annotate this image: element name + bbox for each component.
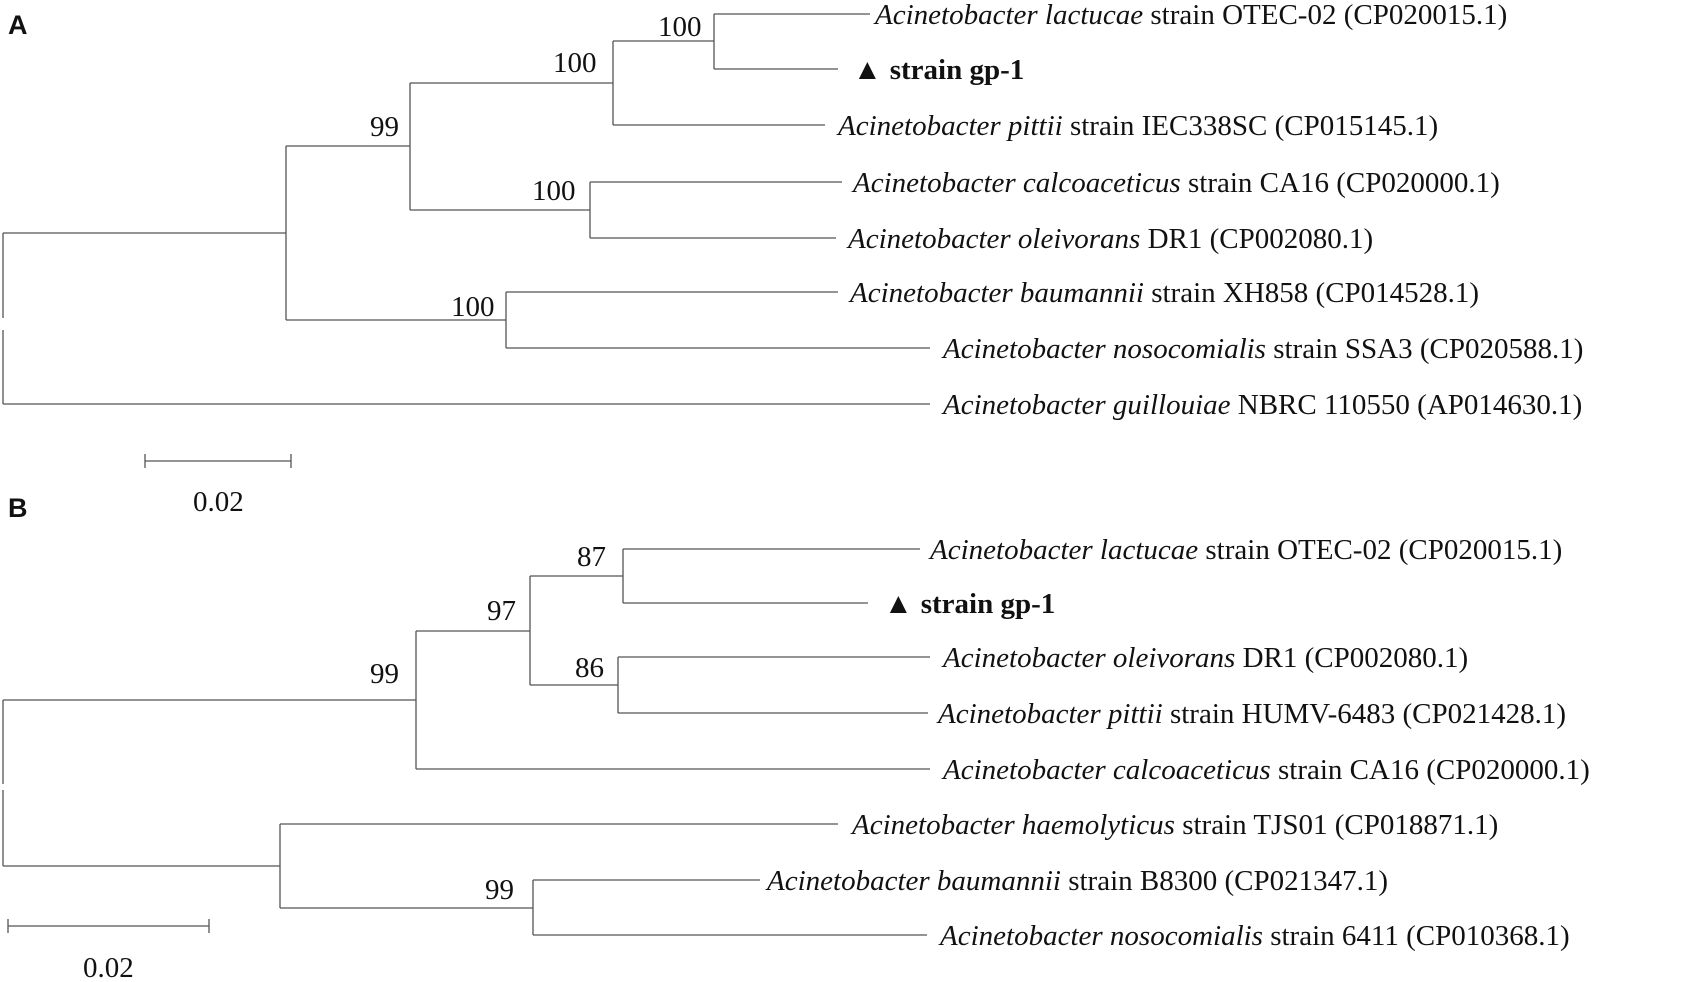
bootstrap-label: 99 bbox=[370, 658, 399, 690]
scale-bar-label: 0.02 bbox=[193, 486, 244, 518]
panel-a-bootstrap: 100 100 99 100 100 bbox=[370, 11, 702, 323]
leaf-label: Acinetobacter oleivorans DR1 (CP002080.1… bbox=[846, 223, 1373, 255]
panel-b-label: B bbox=[8, 493, 28, 523]
panel-a-label: A bbox=[8, 10, 28, 40]
bootstrap-label: 99 bbox=[485, 874, 514, 906]
leaf-label: Acinetobacter baumannii strain XH858 (CP… bbox=[848, 277, 1479, 309]
bootstrap-label: 100 bbox=[532, 175, 576, 207]
leaf-label: Acinetobacter lactucae strain OTEC-02 (C… bbox=[873, 0, 1507, 31]
panel-b-branches bbox=[2, 548, 930, 936]
panel-a-scale-bar: 0.02 bbox=[144, 454, 292, 518]
bootstrap-label: 87 bbox=[577, 541, 606, 573]
panel-a-leaf-labels: Acinetobacter lactucae strain OTEC-02 (C… bbox=[836, 0, 1583, 421]
leaf-label-gp1: ▲strain gp-1 bbox=[853, 54, 1024, 86]
triangle-marker-icon: ▲ bbox=[853, 54, 882, 86]
scale-bar-label: 0.02 bbox=[83, 952, 134, 982]
bootstrap-label: 97 bbox=[487, 595, 516, 627]
leaf-label: Acinetobacter oleivorans DR1 (CP002080.1… bbox=[941, 642, 1468, 674]
leaf-label: Acinetobacter lactucae strain OTEC-02 (C… bbox=[928, 534, 1562, 566]
panel-b-scale-bar: 0.02 bbox=[7, 919, 210, 982]
panel-a: A bbox=[2, 0, 1583, 518]
leaf-label: Acinetobacter baumannii strain B8300 (CP… bbox=[765, 865, 1388, 897]
leaf-label: Acinetobacter pittii strain IEC338SC (CP… bbox=[836, 110, 1438, 142]
leaf-label: Acinetobacter guillouiae NBRC 110550 (AP… bbox=[941, 389, 1582, 421]
bootstrap-label: 100 bbox=[553, 47, 597, 79]
leaf-label: Acinetobacter calcoaceticus strain CA16 … bbox=[941, 754, 1590, 786]
leaf-label: Acinetobacter calcoaceticus strain CA16 … bbox=[851, 167, 1500, 199]
panel-b-bootstrap: 87 97 86 99 99 bbox=[370, 541, 606, 906]
panel-a-branches bbox=[2, 13, 930, 405]
leaf-label: Acinetobacter nosocomialis strain SSA3 (… bbox=[941, 333, 1583, 365]
bootstrap-label: 99 bbox=[370, 111, 399, 143]
bootstrap-label: 100 bbox=[658, 11, 702, 43]
leaf-label-gp1: ▲strain gp-1 bbox=[884, 588, 1055, 620]
panel-b-leaf-labels: Acinetobacter lactucae strain OTEC-02 (C… bbox=[765, 534, 1590, 952]
leaf-label: Acinetobacter pittii strain HUMV-6483 (C… bbox=[936, 698, 1566, 730]
triangle-marker-icon: ▲ bbox=[884, 588, 913, 620]
leaf-label: Acinetobacter nosocomialis strain 6411 (… bbox=[938, 920, 1570, 952]
bootstrap-label: 100 bbox=[451, 291, 495, 323]
bootstrap-label: 86 bbox=[575, 652, 604, 684]
leaf-label: Acinetobacter haemolyticus strain TJS01 … bbox=[850, 809, 1498, 841]
panel-b: B bbox=[2, 493, 1590, 982]
